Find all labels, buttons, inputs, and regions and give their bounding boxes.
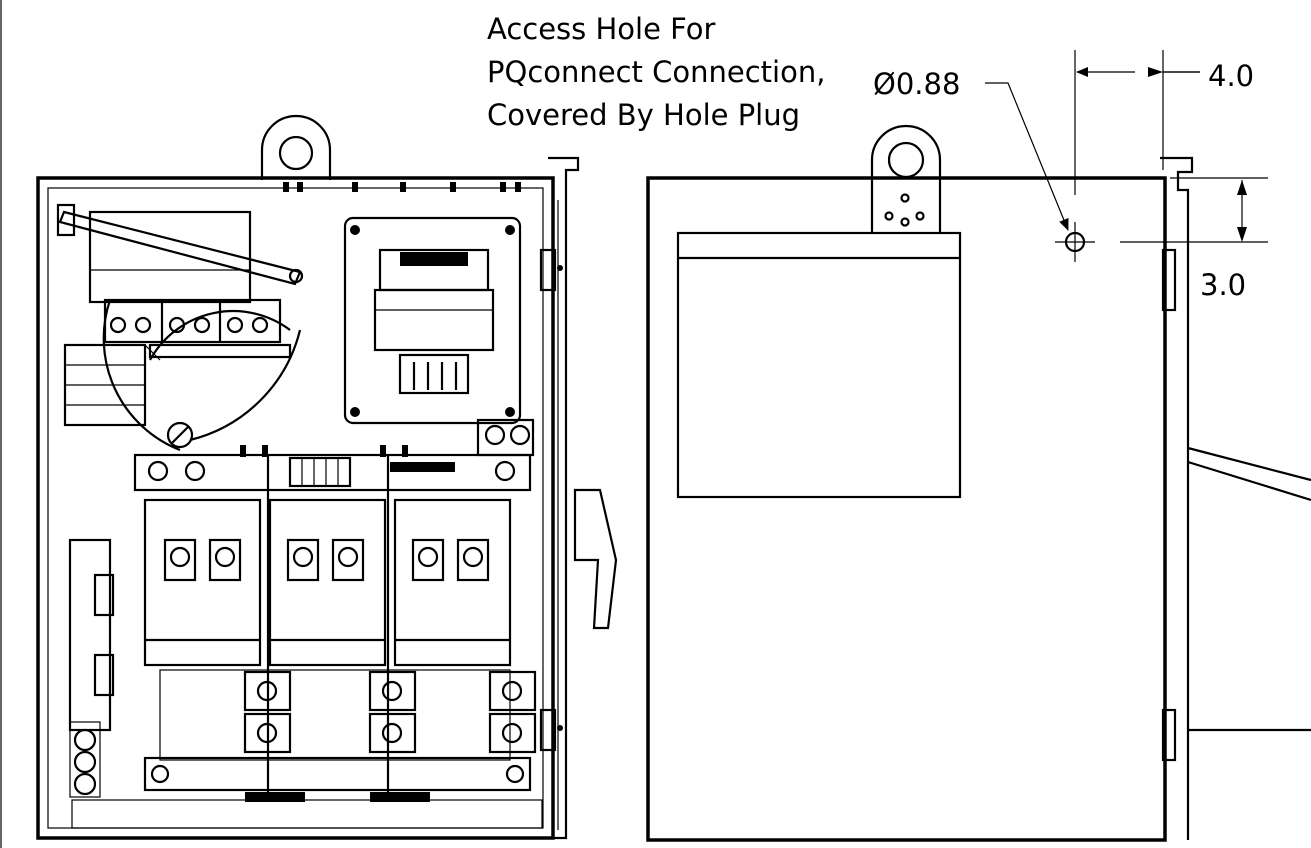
callout-line-3: Covered By Hole Plug (487, 98, 800, 132)
dimension-horizontal (1074, 50, 1200, 195)
contactors (143, 455, 512, 800)
dimension-4-label: 4.0 (1208, 59, 1254, 93)
door-edge (1160, 156, 1194, 840)
bottom-rail (71, 756, 543, 829)
transformer (343, 216, 522, 425)
dimension-3-label: 3.0 (1200, 268, 1246, 302)
label-panel (676, 231, 962, 499)
open-enclosure-view (36, 114, 618, 840)
left-side-module (63, 343, 161, 427)
lower-terminals (159, 669, 537, 761)
closed-enclosure-view (646, 50, 1311, 842)
upper-terminal-block (103, 298, 292, 359)
lifting-lug-left (260, 114, 332, 180)
din-rail (133, 445, 532, 492)
callout-line-1: Access Hole For (487, 12, 716, 46)
top-studs (283, 182, 521, 192)
door-flange (539, 156, 580, 840)
hole-leader (985, 82, 1069, 231)
side-handle (1187, 446, 1311, 732)
enclosure-body (36, 176, 555, 840)
closed-enclosure-body (646, 176, 1167, 842)
callout-line-2: PQconnect Connection, (487, 55, 825, 89)
hole-diameter-label: Ø0.88 (873, 67, 960, 101)
door-latch-handle (573, 488, 618, 630)
dimension-vertical (1120, 177, 1268, 243)
hinge-bar (56, 203, 304, 286)
left-edge-components (68, 538, 115, 798)
screw (166, 421, 194, 449)
